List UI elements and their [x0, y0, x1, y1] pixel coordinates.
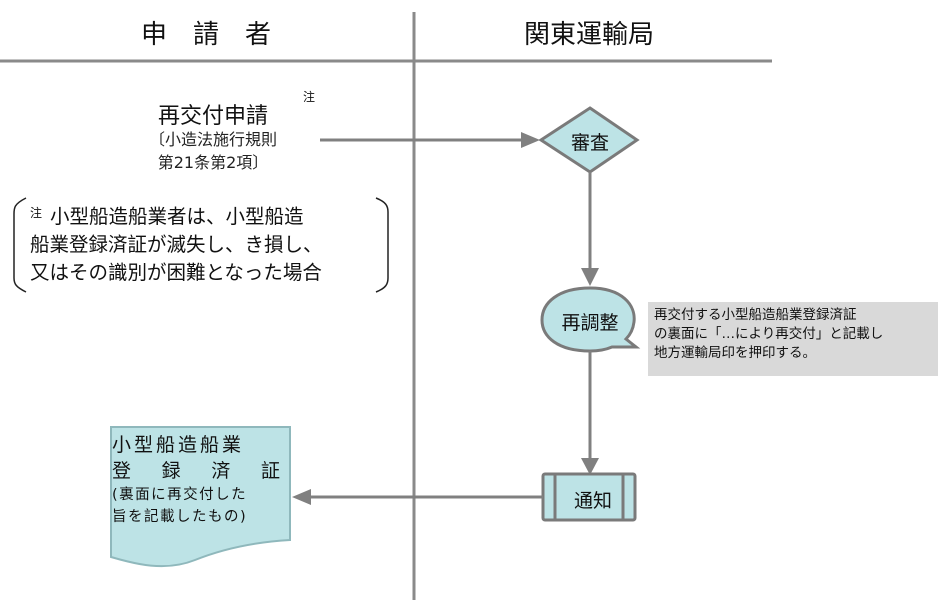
reference-line-1: 〔小造法施行規則: [148, 130, 277, 149]
review-label: 審査: [570, 132, 609, 154]
memo-line-3: 地方運輸局印を押印する。: [654, 345, 816, 361]
note-line-2: 船業登録済証が滅失し、き損し、: [30, 233, 323, 256]
note-line-3: 又はその識別が困難となった場合: [30, 261, 322, 284]
readjust-label: 再調整: [561, 312, 619, 334]
application-title: 再交付申請: [157, 104, 268, 129]
note-bracket-left: [13, 197, 27, 293]
readjust-memo: 再交付する小型船造船業登録済証 の裏面に「…により再交付」と記載し 地方運輸局印…: [648, 302, 938, 376]
document-char: 証: [260, 460, 280, 482]
document-text: 小型船造船業 登 録 済 証 (裏面に再交付した 旨を記載したもの): [112, 432, 282, 528]
memo-line-2: の裏面に「…により再交付」と記載し: [654, 326, 884, 342]
readjust-shape[interactable]: [540, 286, 641, 353]
document-line-2: 登 録 済 証: [112, 458, 280, 484]
note-line-1: 小型船造船業者は、小型船造: [50, 205, 304, 228]
document-shape[interactable]: [110, 426, 291, 568]
reference-line-2: 第21条第2項〕: [157, 153, 269, 172]
document-char: 録: [161, 460, 181, 482]
application-note-marker: 注: [303, 90, 316, 104]
document-char: 登: [112, 460, 132, 482]
note-box: 注小型船造船業者は、小型船造 船業登録済証が滅失し、き損し、 又はその識別が困難…: [30, 199, 390, 287]
note-bracket-right: [375, 197, 389, 293]
document-char: 済: [211, 460, 231, 482]
document-line-1: 小型船造船業: [112, 434, 245, 456]
document-line-4: 旨を記載したもの): [112, 509, 248, 525]
arrowhead-document: [292, 489, 311, 505]
notify-label: 通知: [573, 490, 612, 512]
arrowhead-review: [521, 132, 540, 148]
arrowhead-notify: [581, 458, 599, 475]
application-reference: 〔小造法施行規則 第21条第2項〕: [100, 128, 326, 174]
memo-line-1: 再交付する小型船造船業登録済証: [654, 307, 857, 323]
document-line-3: (裏面に再交付した: [112, 487, 248, 503]
arrowhead-readjust: [581, 268, 599, 286]
note-marker: 注: [30, 206, 43, 220]
lane-header-applicant: 申 請 者: [140, 20, 271, 50]
lane-header-bureau: 関東運輸局: [523, 20, 654, 50]
